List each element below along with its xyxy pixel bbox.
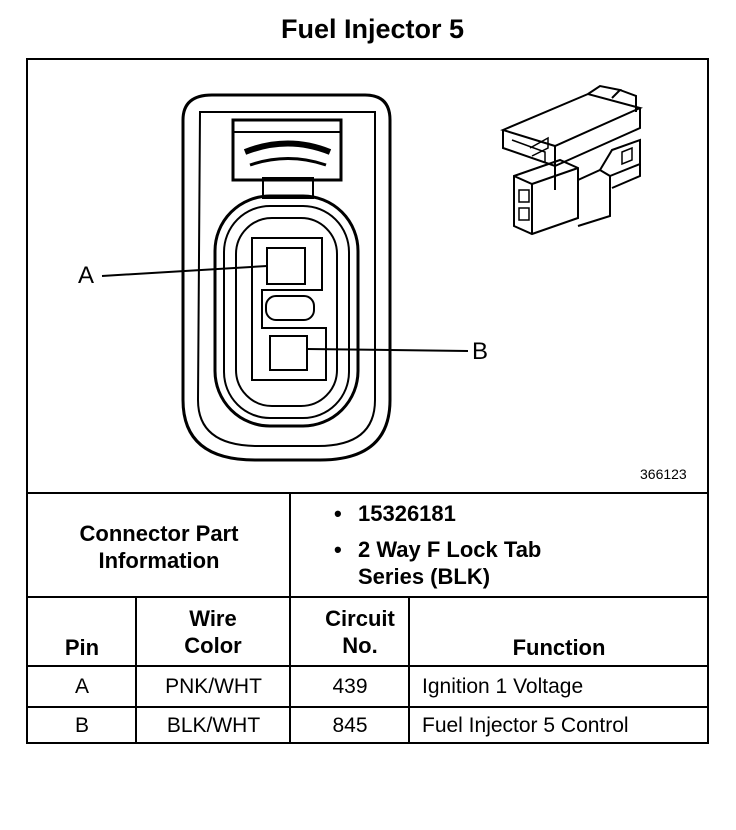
- connector-info-list: • 15326181 • 2 Way F Lock Tab Series (BL…: [334, 500, 608, 590]
- header-circuit-no: Circuit No.: [325, 606, 395, 658]
- connector-info-label: Connector Part Information: [79, 521, 239, 573]
- bullet-icon: •: [334, 501, 342, 526]
- connector-face-view: [181, 93, 392, 462]
- row-a-wire-color: PNK/WHT: [165, 675, 262, 698]
- figure-id: 366123: [640, 466, 687, 482]
- callout-leaders: [101, 265, 469, 352]
- header-wire-color: Wire Color: [184, 606, 242, 658]
- diagram-title: Fuel Injector 5: [280, 14, 465, 44]
- diagram-frame: [26, 58, 709, 744]
- callout-label-b: B: [472, 338, 489, 365]
- connector-info-item: • 2 Way F Lock Tab Series (BLK): [334, 536, 608, 590]
- row-a-pin: A: [74, 675, 89, 698]
- connector-description: 2 Way F Lock Tab Series (BLK): [358, 537, 542, 589]
- row-b-circuit-no: 845: [332, 714, 368, 737]
- row-a-function: Ignition 1 Voltage: [422, 675, 584, 698]
- header-pin: Pin: [64, 634, 100, 660]
- bullet-icon: •: [334, 537, 342, 562]
- part-number: 15326181: [358, 501, 456, 526]
- row-b-wire-color: BLK/WHT: [166, 714, 261, 737]
- header-function: Function: [512, 634, 606, 660]
- row-b-pin: B: [74, 714, 89, 737]
- connector-iso-view: [500, 84, 643, 236]
- connector-info-item: • 15326181: [334, 500, 608, 527]
- row-a-circuit-no: 439: [332, 675, 368, 698]
- callout-label-a: A: [78, 262, 95, 289]
- table-grid-lines: [26, 492, 709, 744]
- row-b-function: Fuel Injector 5 Control: [422, 714, 629, 737]
